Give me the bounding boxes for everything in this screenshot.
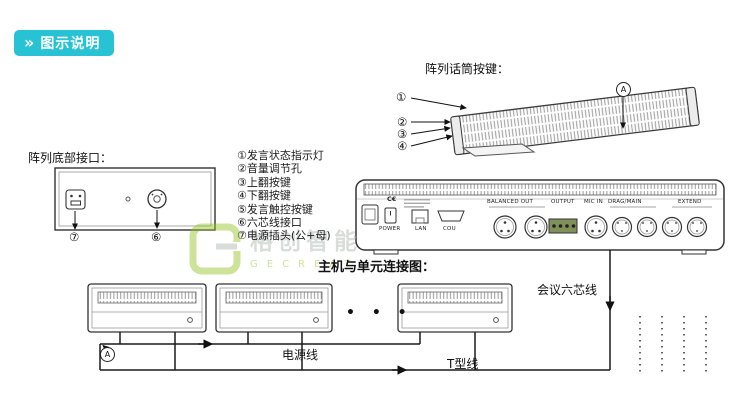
- legend-item: ⑦电源插头(公+母): [237, 229, 331, 243]
- mic-in-label: MIC IN: [584, 199, 603, 205]
- balanced-out-label: BALANCED OUT: [487, 199, 534, 205]
- six-core-cable-label: 会议六芯线: [537, 283, 598, 297]
- connection-title: 主机与单元连接图：: [318, 260, 436, 275]
- connection-lines: [99, 250, 615, 375]
- callout-1: ①: [396, 90, 407, 104]
- callout-7: ⑦: [69, 230, 80, 244]
- bottom-ports-label: 阵列底部接口：: [28, 151, 113, 165]
- callout-2: ②: [397, 115, 408, 129]
- callout-3: ③: [397, 127, 408, 141]
- legend-badge: » 图示说明: [14, 30, 115, 56]
- double-chevron-icon: »: [24, 33, 35, 52]
- callout-6: ⑥: [151, 230, 162, 244]
- extend-label: EXTEND: [678, 199, 702, 205]
- callout-a-unit: A: [100, 347, 115, 362]
- legend-list: ①发言状态指示灯 ②音量调节孔 ③上翻按键 ④下翻按键 ⑤发言触控按键 ⑥六芯线…: [237, 149, 331, 243]
- legend-item: ⑥六芯线接口: [237, 216, 302, 230]
- legend-item: ⑤发言触控按键: [237, 202, 313, 216]
- callout-a-mic: A: [616, 82, 631, 97]
- t-cable-label: T型线: [447, 357, 479, 371]
- mic-buttons-label: 阵列话筒按键：: [425, 62, 510, 76]
- mic-array-device: [410, 86, 700, 157]
- legend-item: ①发言状态指示灯: [237, 149, 324, 162]
- host-device: [355, 179, 725, 255]
- legend-item: ④下翻按键: [237, 189, 291, 203]
- lan-port-label: LAN: [415, 226, 427, 232]
- badge-label: 图示说明: [40, 36, 101, 52]
- ce-mark: C€: [387, 195, 397, 203]
- legend-item: ②音量调节孔: [237, 162, 302, 176]
- array-bottom-device: [54, 167, 216, 231]
- power-cable-label: 电源线: [282, 348, 319, 362]
- power-label: POWER: [379, 226, 401, 232]
- unit-devices: [87, 283, 513, 333]
- units-ellipsis: • • •: [346, 305, 413, 321]
- extension-dotted-lines: [639, 316, 707, 376]
- output-label: OUTPUT: [551, 199, 575, 205]
- legend-item: ③上翻按键: [237, 175, 291, 189]
- cou-port-label: COU: [443, 226, 456, 232]
- drag-main-label: DRAG/MAIN: [608, 199, 642, 205]
- callout-4: ④: [397, 139, 408, 153]
